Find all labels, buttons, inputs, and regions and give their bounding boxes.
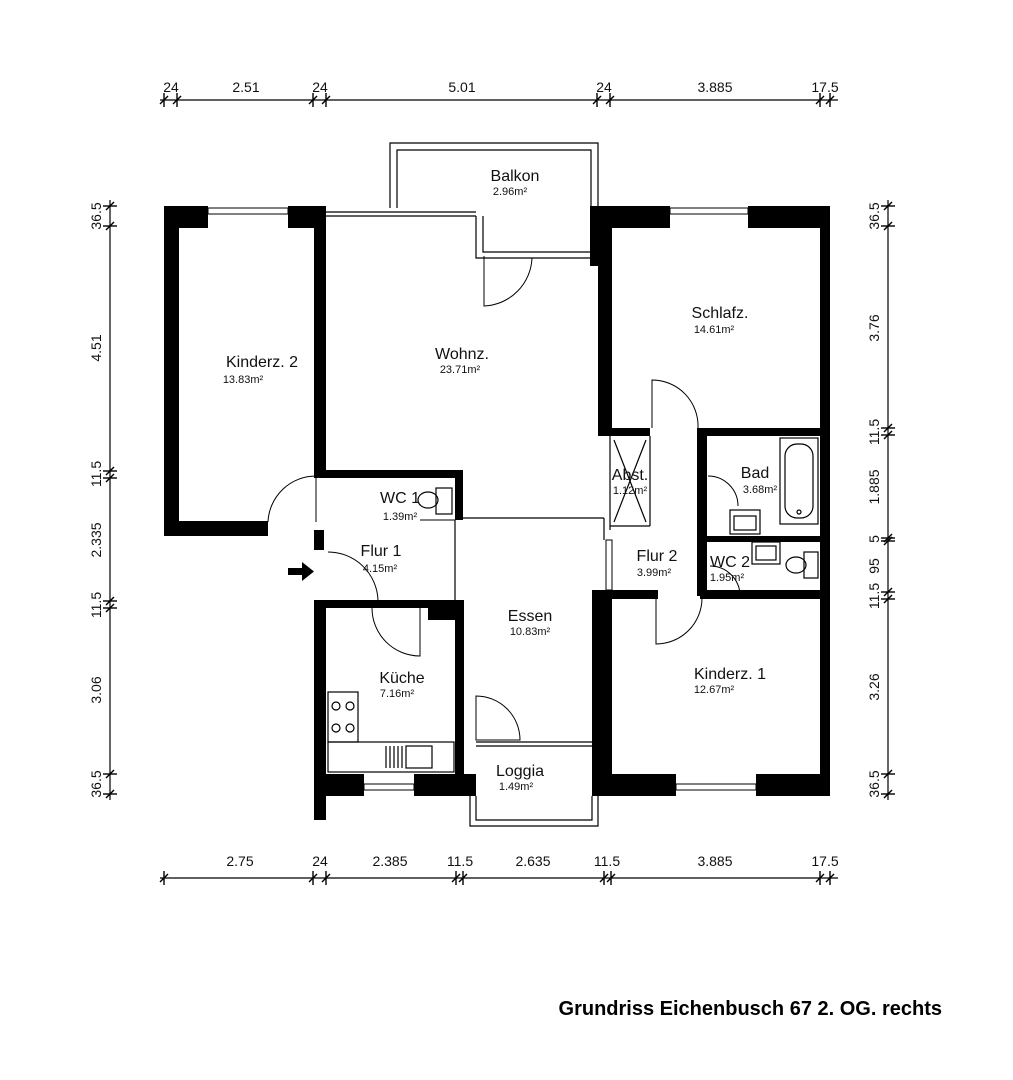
- room-abst-area: 1.12m²: [613, 485, 648, 497]
- dim-right-2: 3.76: [866, 314, 882, 341]
- room-balkon-area: 2.96m²: [493, 186, 528, 198]
- room-kueche-name: Küche: [379, 670, 424, 687]
- dim-left-3: 11.5: [88, 461, 104, 487]
- dim-top-4: 5.01: [448, 79, 475, 95]
- windows: [207, 207, 757, 791]
- room-kueche-area: 7.16m²: [380, 688, 415, 700]
- room-bad-name: Bad: [741, 465, 769, 482]
- dim-right-8: 3.26: [866, 673, 882, 700]
- room-kinderz2-name: Kinderz. 2: [226, 354, 298, 371]
- dim-top-1: 24: [163, 79, 179, 95]
- dim-bottom-4: 11.5: [447, 853, 473, 869]
- dim-top-2: 2.51: [232, 79, 259, 95]
- thin-partitions: [454, 436, 651, 600]
- room-labels: Balkon 2.96m² Kinderz. 2 13.83m² Wohnz. …: [223, 168, 778, 793]
- room-wc1-name: WC 1: [380, 490, 420, 507]
- dim-top-7: 17.5: [811, 79, 838, 95]
- room-flur1-name: Flur 1: [361, 543, 402, 560]
- dim-right-5: 5: [866, 535, 882, 543]
- kitchen-sink-icon: [327, 741, 455, 773]
- dim-left-1: 36.5: [88, 202, 104, 229]
- balcony-outline: [326, 142, 599, 259]
- dim-left-7: 36.5: [88, 770, 104, 797]
- wc2-sink-icon: [751, 541, 781, 565]
- dim-left-2: 4.51: [88, 334, 104, 361]
- room-kinderz1-name: Kinderz. 1: [694, 666, 766, 683]
- dim-right-1: 36.5: [866, 202, 882, 229]
- dim-left-5: 11.5: [88, 592, 104, 618]
- dim-bottom-8: 17.5: [811, 853, 838, 869]
- dim-right-6: 95: [866, 558, 882, 574]
- dim-top-3: 24: [312, 79, 328, 95]
- room-wohnz-name: Wohnz.: [435, 346, 489, 363]
- dim-right-3: 11.5: [866, 419, 882, 445]
- dim-bottom-6: 11.5: [594, 853, 620, 869]
- walls: [164, 206, 830, 820]
- room-flur2-name: Flur 2: [637, 548, 678, 565]
- dim-left-6: 3.06: [88, 676, 104, 703]
- room-kinderz2-area: 13.83m²: [223, 374, 264, 386]
- room-schlafz-area: 14.61m²: [694, 324, 735, 336]
- room-flur1-area: 4.15m²: [363, 563, 398, 575]
- room-balkon-name: Balkon: [491, 168, 540, 185]
- entrance-arrow-icon: [288, 562, 314, 581]
- dim-bottom-2: 24: [312, 853, 328, 869]
- room-wc2-area: 1.95m²: [710, 572, 745, 584]
- room-wc2-name: WC 2: [710, 554, 750, 571]
- dim-right-7: 11.5: [866, 583, 882, 609]
- dimension-lines: 24 2.51 24 5.01 24 3.885 17.5 2.75 24 2.…: [88, 79, 895, 885]
- fixtures: [327, 437, 819, 773]
- dim-bottom-7: 3.885: [697, 853, 732, 869]
- room-flur2-area: 3.99m²: [637, 567, 672, 579]
- bathtub-icon: [779, 437, 819, 525]
- room-essen-name: Essen: [508, 608, 552, 625]
- plan-caption: Grundriss Eichenbusch 67 2. OG. rechts: [559, 998, 942, 1020]
- room-abst-name: Abst.: [612, 467, 648, 484]
- dim-top-5: 24: [596, 79, 612, 95]
- dim-bottom-5: 2.635: [515, 853, 550, 869]
- room-schlafz-name: Schlafz.: [692, 305, 749, 322]
- room-kinderz1-area: 12.67m²: [694, 684, 735, 696]
- room-essen-area: 10.83m²: [510, 626, 551, 638]
- room-loggia-area: 1.49m²: [499, 781, 534, 793]
- doors: [267, 256, 741, 741]
- room-bad-area: 3.68m²: [743, 484, 778, 496]
- wc2-toilet-icon: [785, 551, 819, 579]
- sink-icon: [729, 509, 761, 535]
- dim-left-4: 2.335: [88, 522, 104, 557]
- stove-icon: [327, 691, 359, 743]
- dim-right-9: 36.5: [866, 770, 882, 797]
- dim-bottom-3: 2.385: [372, 853, 407, 869]
- dim-top-6: 3.885: [697, 79, 732, 95]
- loggia-outline: [469, 741, 599, 827]
- dim-bottom-1: 2.75: [226, 853, 253, 869]
- room-loggia-name: Loggia: [496, 763, 544, 780]
- dim-right-4: 1.885: [866, 469, 882, 504]
- room-wc1-area: 1.39m²: [383, 511, 418, 523]
- room-wohnz-area: 23.71m²: [440, 364, 481, 376]
- toilet-icon: [417, 487, 453, 515]
